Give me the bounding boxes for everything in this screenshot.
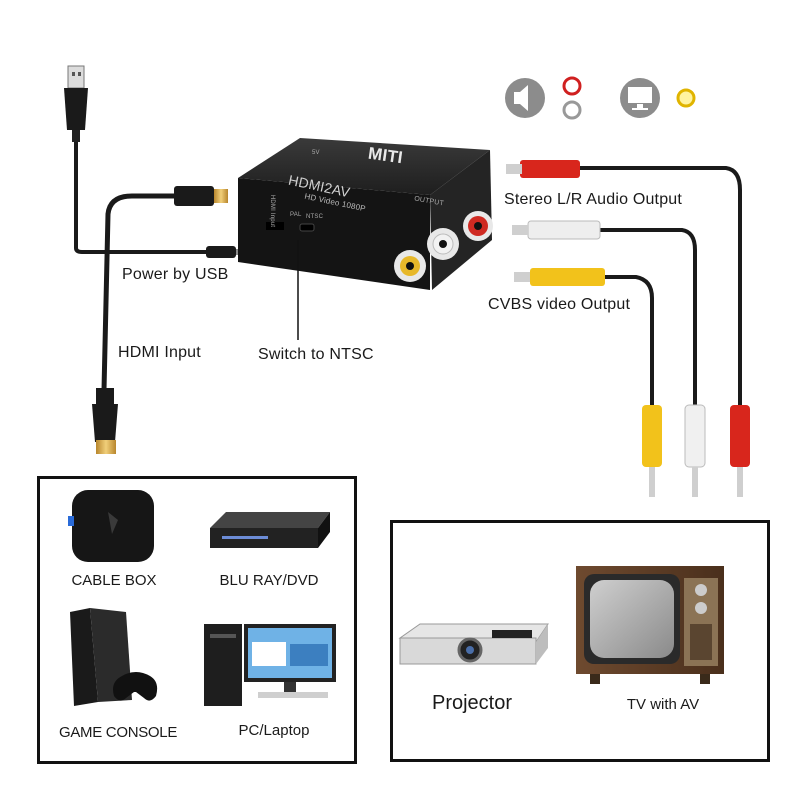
source-game-console-label: GAME CONSOLE [58,724,178,741]
source-cable-box-label: CABLE BOX [71,572,157,589]
cable-box-icon [68,490,154,562]
device-input-port-label: HDMI Input [269,194,276,228]
usb-cable [64,65,248,258]
rca-cables [506,160,750,497]
output-devices-panel [390,520,770,762]
audio-jacks-icon [562,76,582,120]
bluray-player-icon [210,512,330,548]
device-switch-label-pal: PAL [290,212,302,218]
video-jack-icon [676,88,696,108]
pc-laptop-icon [204,624,336,706]
label-cvbs-video-output: CVBS video Output [488,296,631,313]
source-devices-panel [37,476,357,764]
output-tv-label: TV with AV [626,696,700,713]
device-switch-label-ntsc: NTSC [306,214,324,220]
label-stereo-audio-output: Stereo L/R Audio Output [504,191,683,208]
output-projector-label: Projector [431,692,513,714]
label-hdmi-input: HDMI Input [118,344,201,361]
projector-icon [398,623,549,665]
source-bluray-label: BLU RAY/DVD [219,572,319,589]
game-console-icon [70,608,158,706]
tv-icon [576,566,724,684]
device-power-label: 5V [312,150,320,156]
monitor-icon [620,78,660,118]
label-switch-to-ntsc: Switch to NTSC [258,346,374,363]
converter-box [238,138,493,340]
source-pc-laptop-label: PC/Laptop [238,722,310,739]
speaker-icon [505,78,545,118]
label-power-by-usb: Power by USB [122,266,229,283]
hdmi-cable [92,186,228,454]
